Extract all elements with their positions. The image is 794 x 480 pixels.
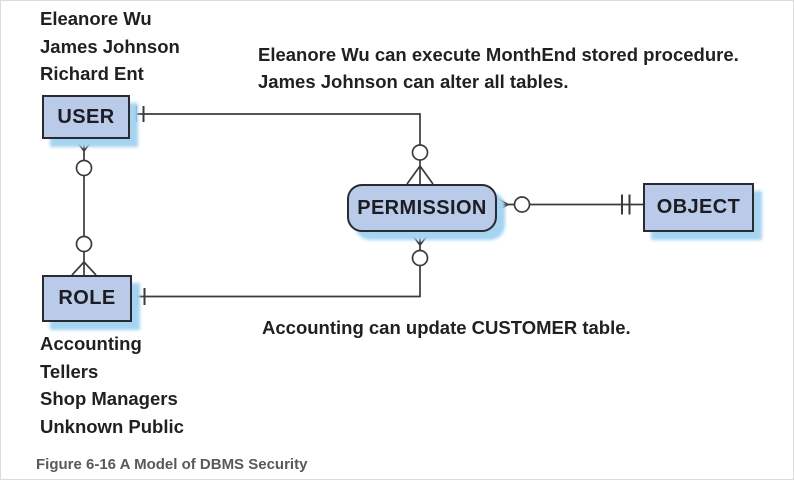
optional-circle-icon [515, 197, 530, 212]
permission-note-line: Eleanore Wu can execute MonthEnd stored … [258, 44, 739, 65]
list-item: Richard Ent [40, 63, 144, 84]
entity-user: USER [42, 95, 130, 139]
crow-foot-many-icon [407, 160, 433, 184]
entity-role-label: ROLE [58, 287, 116, 309]
connector-line [126, 114, 420, 145]
permission-note-line: James Johnson can alter all tables. [258, 71, 569, 92]
optional-circle-icon [413, 145, 428, 160]
entity-object-label: OBJECT [656, 196, 741, 218]
one-mandatory-ticks-icon [137, 288, 145, 305]
entity-permission-label: PERMISSION [357, 196, 487, 219]
user-permission-connector [126, 106, 433, 184]
optional-circle-icon [413, 251, 428, 266]
crow-foot-many-icon [72, 252, 96, 276]
optional-circle-icon [77, 161, 92, 176]
entity-role: ROLE [42, 275, 132, 322]
role-examples-list: Accounting Tellers Shop Managers Unknown… [40, 330, 184, 440]
list-item: James Johnson [40, 35, 180, 57]
connector-line [128, 266, 420, 297]
entity-object: OBJECT [643, 183, 754, 232]
list-item: Unknown Public [40, 415, 184, 437]
role-permission-connector [128, 228, 433, 305]
list-item: Eleanore Wu [40, 8, 152, 29]
user-examples-list: Eleanore Wu James Johnson Richard Ent [40, 5, 180, 88]
permission-object-connector [493, 195, 643, 215]
list-item: Shop Managers [40, 388, 178, 409]
figure-caption: Figure 6-16 A Model of DBMS Security [36, 456, 308, 473]
one-mandatory-ticks-icon [622, 195, 630, 215]
entity-user-label: USER [57, 105, 115, 128]
one-mandatory-ticks-icon [136, 106, 144, 122]
user-role-connector [72, 135, 96, 275]
optional-circle-icon [77, 237, 92, 252]
role-note: Accounting can update CUSTOMER table. [262, 317, 631, 338]
entity-permission: PERMISSION [347, 184, 497, 232]
list-item: Tellers [40, 360, 99, 382]
list-item: Accounting [40, 333, 142, 354]
permission-note: Eleanore Wu can execute MonthEnd stored … [258, 41, 739, 95]
